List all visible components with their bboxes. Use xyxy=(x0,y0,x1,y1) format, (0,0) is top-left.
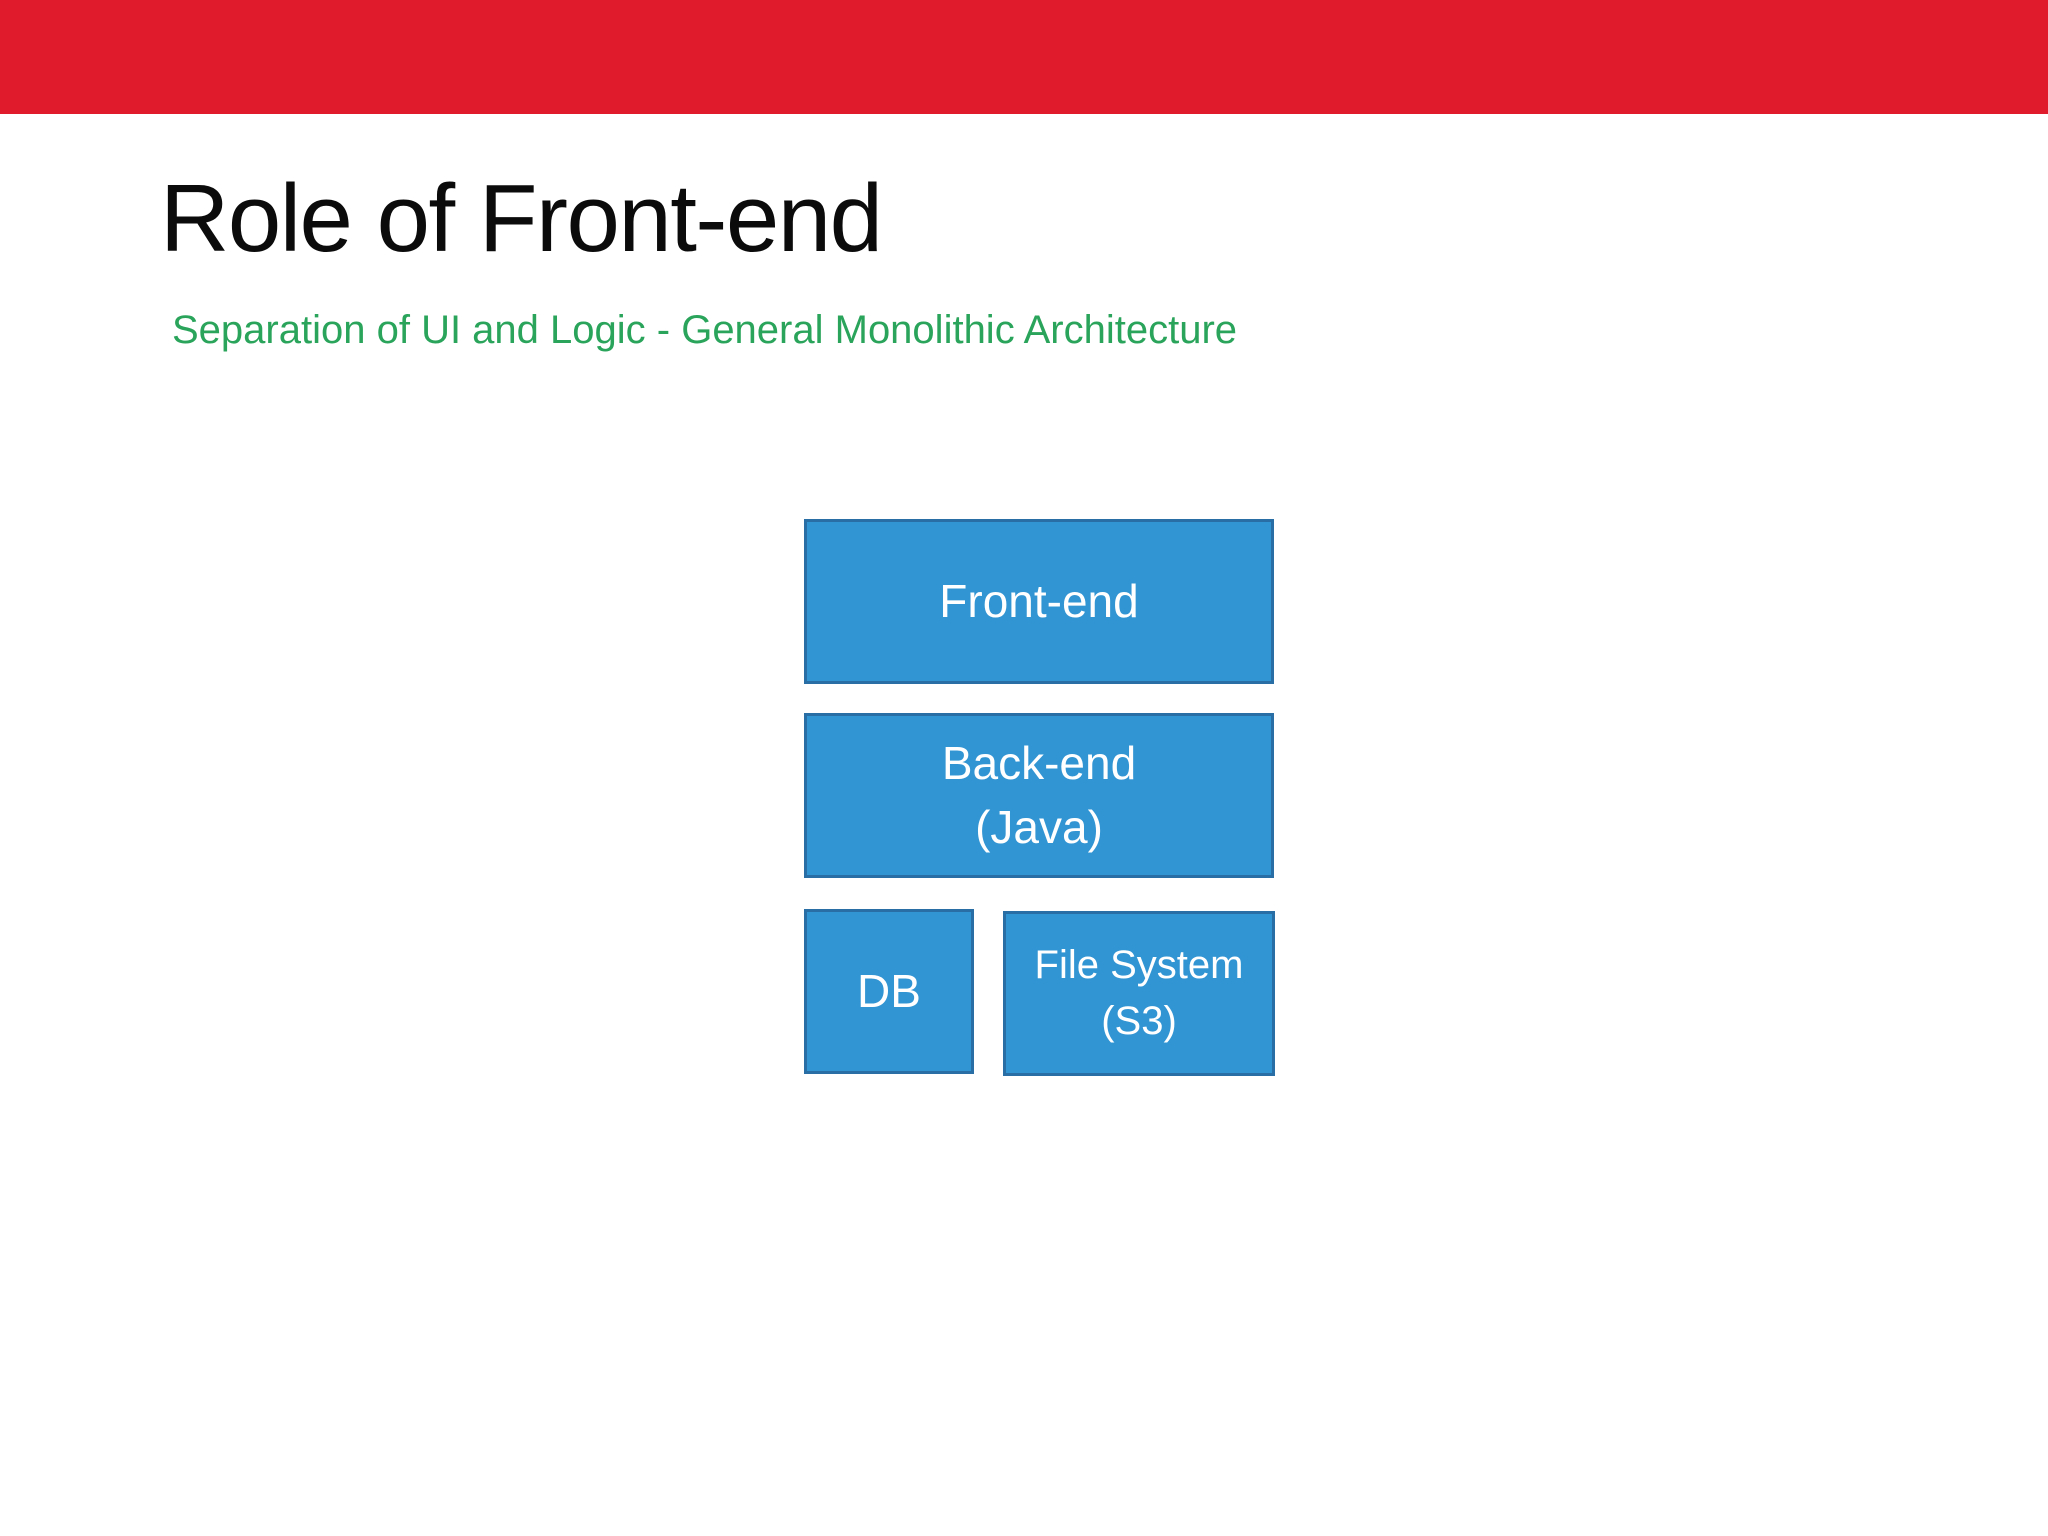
slide-subtitle: Separation of UI and Logic - General Mon… xyxy=(172,308,1238,352)
frontend-box-label: Front-end xyxy=(939,574,1139,627)
backend-box-label-line2: (Java) xyxy=(975,800,1103,853)
file-system-box: File System (S3) xyxy=(1003,911,1275,1076)
backend-box: Back-end (Java) xyxy=(804,713,1274,878)
file-system-box-label-line2: (S3) xyxy=(1101,998,1177,1043)
top-banner xyxy=(0,0,2048,114)
file-system-box-label-line1: File System xyxy=(1034,943,1244,988)
db-box: DB xyxy=(804,909,974,1074)
db-box-label: DB xyxy=(857,964,921,1017)
backend-box-label-line1: Back-end xyxy=(941,737,1137,790)
frontend-box: Front-end xyxy=(804,519,1274,684)
slide-title: Role of Front-end xyxy=(160,165,883,272)
